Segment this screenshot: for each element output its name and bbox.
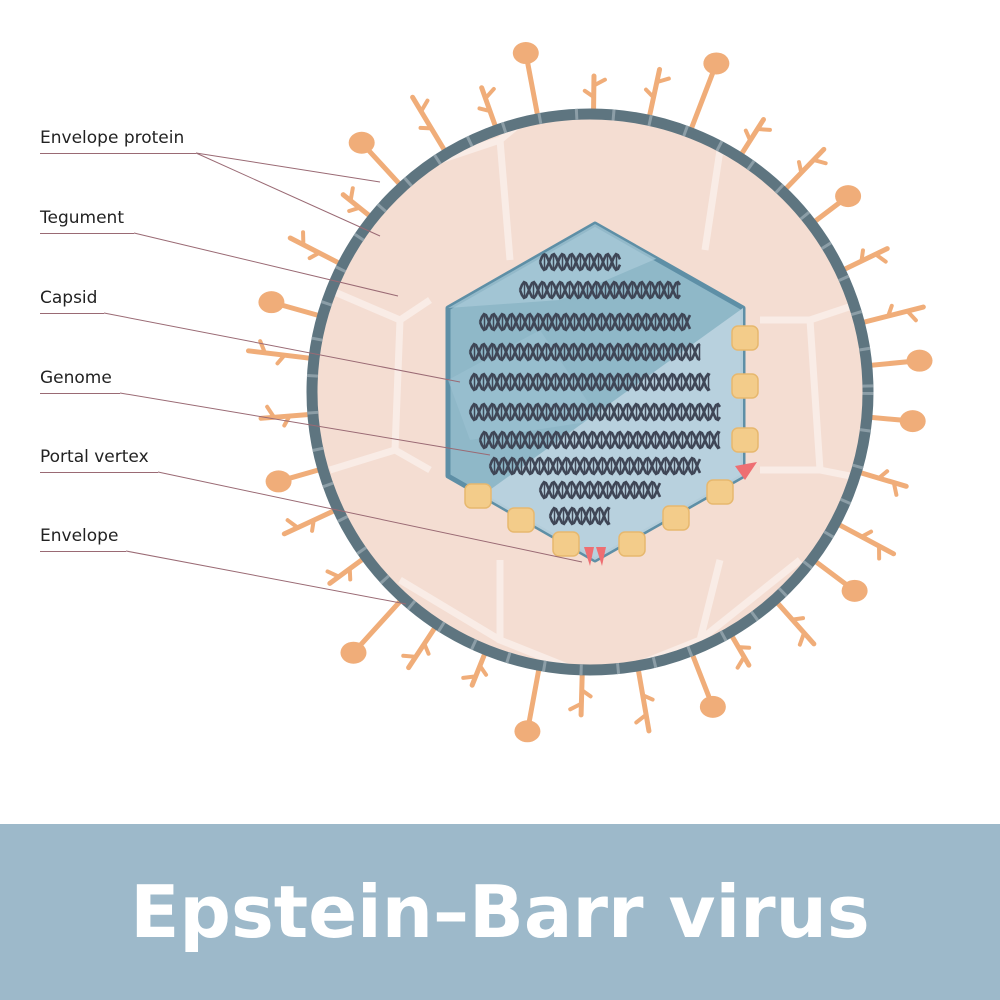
label-underline [40,153,196,154]
envelope-protein-spike [860,349,933,372]
envelope-protein-spike [410,94,452,160]
label-genome: Genome [40,368,112,388]
envelope-protein-spike [514,658,543,743]
capsid-proteins [464,325,759,557]
capsid-protein [706,479,734,505]
label-tegument: Tegument [40,208,124,228]
title-banner [0,824,1000,1000]
page-title: Epstein–Barr virus [130,870,870,954]
label-underline [40,551,126,552]
capsid-protein [731,427,759,453]
label-underline [40,393,120,394]
envelope-protein-spike [685,52,730,139]
genome-dna-coil [468,252,722,526]
envelope-protein-spike [687,644,726,718]
capsid-protein [731,325,759,351]
label-underline [40,233,134,234]
epstein-barr-virus-illustration [103,42,933,743]
envelope-protein-spike [512,42,542,126]
label-underline [40,313,104,314]
label-envelope-protein: Envelope protein [40,128,185,148]
capsid-protein [464,483,492,509]
portal-vertex [584,462,757,566]
capsid-protein [552,531,580,557]
envelope-protein-spike [769,594,817,647]
envelope-protein-spike [777,146,828,198]
label-underline [40,472,158,473]
envelope-protein-spike [634,659,655,734]
envelope-protein-spike [806,554,868,602]
envelope-protein-spike [829,518,897,561]
capsid-protein [507,507,535,533]
capsid-protein [662,505,690,531]
envelope-protein-spike [340,592,409,664]
envelope-protein-spike [258,291,329,321]
label-portal-vertex: Portal vertex [40,447,149,467]
envelope-protein-spike [287,230,349,270]
leader-lines [103,152,583,605]
envelope-protein-spike [805,185,862,229]
envelope-protein-spike [281,504,344,537]
capsid-protein [618,531,646,557]
capsid-protein [731,373,759,399]
label-envelope: Envelope [40,526,119,546]
envelope-protein-spike [265,465,330,493]
label-capsid: Capsid [40,288,98,308]
envelope-membrane-segments [306,108,874,676]
envelope-protein-spike [853,303,926,327]
